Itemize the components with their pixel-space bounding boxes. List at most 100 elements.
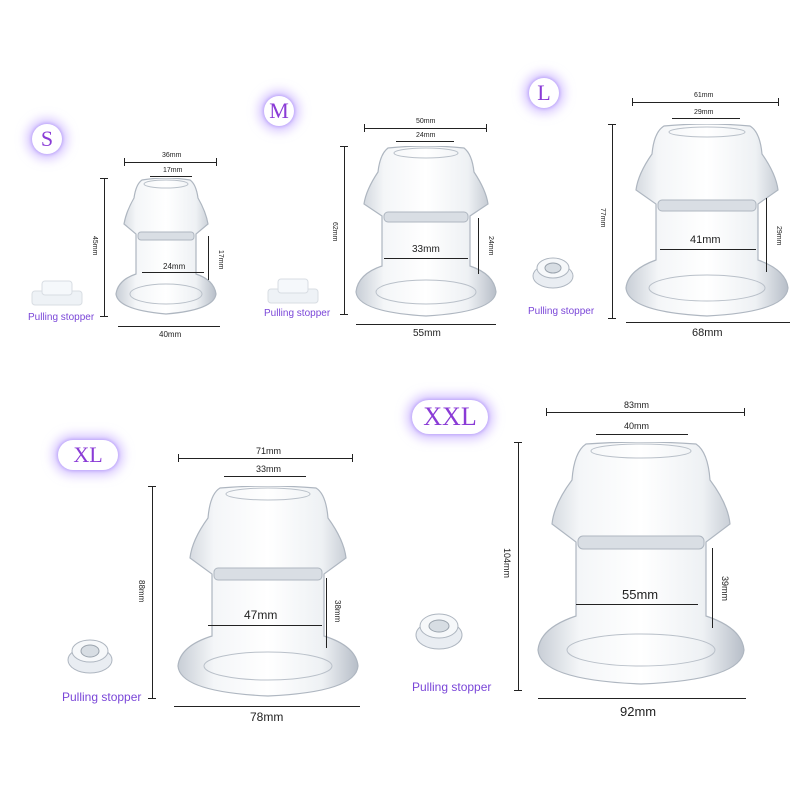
dim-m-inner-top: 24mm [416,132,436,139]
dimtick [608,318,616,319]
dim-m-base-width: 55mm [413,328,441,339]
stopper-m-illustration [267,278,319,304]
stopper-l-illustration [532,257,574,289]
dimline-l-base [626,322,790,323]
dimline-l-inner-top [672,118,740,119]
dim-xxl-inner-top: 40mm [624,421,650,431]
dimline-m-inner-bottom [384,258,468,259]
dim-xl-ring-height: 38mm [333,600,342,623]
dimtick [744,408,745,416]
dimline-l-top [632,102,778,103]
dim-xxl-ring-height: 39mm [720,576,730,602]
dimtick [778,98,779,106]
dimtick [216,158,217,166]
dim-xl-inner-bottom: 47mm [244,608,278,622]
stopper-label-s: Pulling stopper [28,312,95,323]
dimtick [546,408,547,416]
dim-l-ring-height: 29mm [775,226,782,246]
dim-xxl-base-width: 92mm [620,704,657,719]
dimtick [100,178,108,179]
dim-xxl-inner-bottom: 55mm [622,587,659,602]
dim-m-top-width: 50mm [416,118,436,125]
dimline-xl-base [174,706,360,707]
dimline-xxl-top [546,412,744,413]
dim-xl-top-width: 71mm [256,446,282,456]
dimline-xl-ring [326,578,327,648]
plug-xxl-illustration [537,442,745,685]
dimline-m-height [344,146,345,314]
size-badge-l: L [529,78,559,108]
dim-l-base-width: 68mm [692,327,723,339]
dim-s-inner-bottom: 24mm [163,262,186,271]
dimline-s-inner-bottom [142,272,204,273]
dimtick [148,698,156,699]
dimtick [178,454,179,462]
stopper-label-m: Pulling stopper [264,308,331,319]
dimtick [514,442,522,443]
dimline-xl-inner-top [224,476,306,477]
stopper-xxl-illustration [415,613,463,650]
dimtick [486,124,487,132]
dimline-s-top [124,162,216,163]
dim-xxl-top-width: 83mm [624,400,650,410]
dimtick [632,98,633,106]
dimline-m-ring [478,218,479,274]
dim-l-top-width: 61mm [694,92,714,99]
dimline-xl-inner-bottom [208,625,322,626]
dimline-s-height [104,178,105,316]
dim-m-ring-height: 24mm [487,236,494,256]
dim-m-inner-bottom: 33mm [412,244,440,255]
dim-s-base-width: 40mm [159,330,182,339]
dimline-xxl-height [518,442,519,690]
stopper-s-illustration [31,280,83,306]
dimline-l-inner-bottom [660,249,756,250]
dim-xl-base-width: 78mm [250,710,284,724]
dimtick [100,316,108,317]
dim-l-inner-bottom: 41mm [690,234,721,246]
size-badge-s: S [32,124,62,154]
plug-s-illustration [115,178,217,315]
dim-l-height: 77mm [599,208,606,228]
dim-xxl-height: 104mm [502,548,512,579]
size-badge-xxl: XXL [412,400,488,434]
size-badge-xl: XL [58,440,118,470]
stopper-label-xxl: Pulling stopper [412,680,492,694]
dim-s-top-width: 36mm [162,152,182,159]
dimline-xl-height [152,486,153,698]
dimtick [148,486,156,487]
dimtick [340,146,348,147]
dimtick [124,158,125,166]
dim-s-ring-height: 17mm [217,250,224,270]
dimtick [364,124,365,132]
dimline-m-top [364,128,486,129]
dimline-xxl-inner-bottom [576,604,698,605]
dimline-xl-top [178,458,352,459]
dimtick [340,314,348,315]
dimline-m-inner-top [396,141,454,142]
size-badge-m: M [264,96,294,126]
dimline-s-inner-top [150,176,192,177]
plug-xl-illustration [177,486,359,697]
dimline-s-ring [208,236,209,280]
stopper-label-xl: Pulling stopper [62,690,142,704]
dimline-xxl-base [538,698,746,699]
plug-m-illustration [355,146,497,317]
dimtick [608,124,616,125]
dim-l-inner-top: 29mm [694,109,714,116]
dim-s-inner-top: 17mm [163,167,183,174]
dimline-s-base [118,326,220,327]
dimtick [514,690,522,691]
dimline-xxl-inner-top [596,434,688,435]
dim-m-height: 62mm [331,222,338,242]
dim-xl-height: 88mm [137,580,146,603]
stopper-label-l: Pulling stopper [528,306,595,317]
dimline-l-ring [766,198,767,272]
dimtick [352,454,353,462]
dimline-m-base [356,324,496,325]
dimline-l-height [612,124,613,318]
dim-xl-inner-top: 33mm [256,464,282,474]
dim-s-height: 45mm [91,236,98,256]
plug-l-illustration [625,124,789,317]
dimline-xxl-ring [712,548,713,628]
